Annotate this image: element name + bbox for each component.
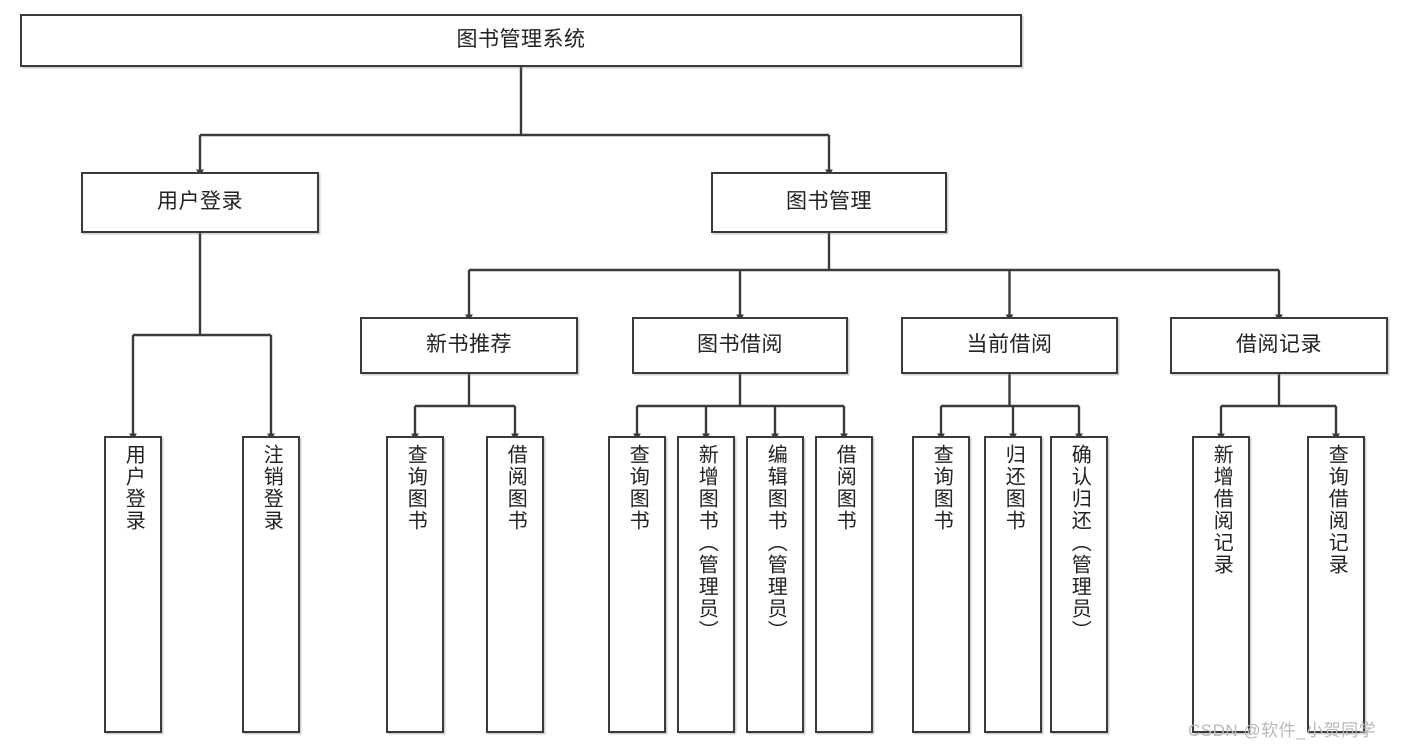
node-leaf-add-record[interactable]: 新增借阅记录 bbox=[1192, 436, 1250, 733]
node-label-leaf-return-book: 归还图书 bbox=[1002, 444, 1025, 532]
node-label-current: 当前借阅 bbox=[966, 333, 1053, 357]
node-label-leaf-query-book: 查询图书 bbox=[626, 444, 649, 532]
node-label-leaf-borrow-book-new: 借阅图书 bbox=[504, 444, 527, 532]
node-label-root: 图书管理系统 bbox=[456, 28, 586, 52]
node-label-bookmgmt: 图书管理 bbox=[786, 190, 872, 214]
node-label-leaf-query-book-cur: 查询图书 bbox=[930, 444, 953, 532]
edge-group-borrow bbox=[633, 374, 848, 441]
node-leaf-return-book[interactable]: 归还图书 bbox=[984, 436, 1042, 733]
node-label-newbook: 新书推荐 bbox=[426, 333, 512, 357]
node-newbook[interactable]: 新书推荐 bbox=[360, 317, 578, 374]
node-records[interactable]: 借阅记录 bbox=[1170, 317, 1388, 374]
edge-group-records bbox=[1217, 374, 1340, 441]
node-label-leaf-edit-book: 编辑图书（管理员） bbox=[764, 444, 787, 642]
node-label-leaf-add-book: 新增图书（管理员） bbox=[695, 444, 718, 642]
node-leaf-user-login[interactable]: 用户登录 bbox=[104, 436, 162, 733]
node-leaf-query-book-new[interactable]: 查询图书 bbox=[386, 436, 444, 733]
node-label-leaf-confirm-return: 确认归还（管理员） bbox=[1068, 444, 1091, 642]
node-leaf-borrow-book[interactable]: 借阅图书 bbox=[815, 436, 873, 733]
node-label-leaf-add-record: 新增借阅记录 bbox=[1210, 444, 1233, 576]
edge-group-root bbox=[196, 67, 833, 177]
node-label-records: 借阅记录 bbox=[1236, 333, 1322, 357]
node-leaf-confirm-return[interactable]: 确认归还（管理员） bbox=[1050, 436, 1108, 733]
node-label-borrow: 图书借阅 bbox=[697, 333, 783, 357]
node-label-leaf-user-login: 用户登录 bbox=[122, 444, 145, 532]
edge-group-current bbox=[937, 374, 1083, 441]
node-label-leaf-borrow-book: 借阅图书 bbox=[833, 444, 856, 532]
node-label-leaf-query-record: 查询借阅记录 bbox=[1325, 444, 1348, 576]
node-login[interactable]: 用户登录 bbox=[81, 172, 319, 233]
node-borrow[interactable]: 图书借阅 bbox=[632, 317, 848, 374]
node-leaf-query-book-cur[interactable]: 查询图书 bbox=[912, 436, 970, 733]
node-leaf-add-book[interactable]: 新增图书（管理员） bbox=[677, 436, 735, 733]
node-bookmgmt[interactable]: 图书管理 bbox=[711, 172, 947, 233]
node-leaf-query-book[interactable]: 查询图书 bbox=[608, 436, 666, 733]
node-label-leaf-user-logout: 注销登录 bbox=[260, 444, 283, 532]
node-leaf-edit-book[interactable]: 编辑图书（管理员） bbox=[746, 436, 804, 733]
edge-group-newbook bbox=[411, 374, 519, 441]
node-leaf-borrow-book-new[interactable]: 借阅图书 bbox=[486, 436, 544, 733]
edge-group-login bbox=[129, 233, 275, 441]
node-root[interactable]: 图书管理系统 bbox=[20, 14, 1022, 67]
node-leaf-user-logout[interactable]: 注销登录 bbox=[242, 436, 300, 733]
node-current[interactable]: 当前借阅 bbox=[901, 317, 1118, 374]
edge-group-bookmgmt bbox=[465, 233, 1283, 322]
node-label-login: 用户登录 bbox=[157, 190, 243, 214]
node-label-leaf-query-book-new: 查询图书 bbox=[404, 444, 427, 532]
node-leaf-query-record[interactable]: 查询借阅记录 bbox=[1307, 436, 1365, 733]
